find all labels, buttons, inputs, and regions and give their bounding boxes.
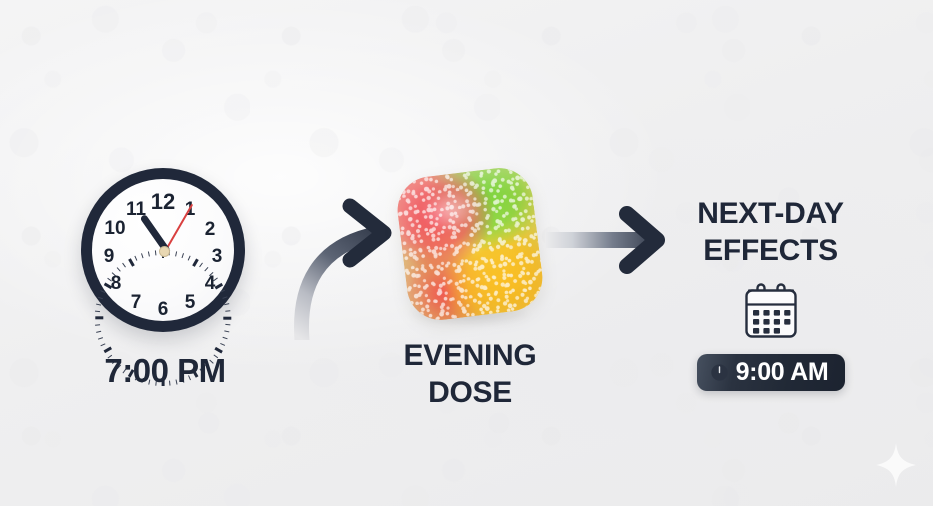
straight-arrow-icon	[539, 202, 675, 278]
next-day-title-line2: EFFECTS	[703, 233, 838, 267]
clock-tick	[134, 255, 139, 261]
clock-tick	[204, 266, 210, 272]
clock-tick	[95, 316, 104, 320]
clock-tick	[181, 253, 185, 259]
clock-tick	[187, 255, 192, 261]
clock-numeral-2: 2	[204, 219, 216, 240]
clock-tick	[225, 310, 231, 313]
clock-numeral-4: 4	[204, 273, 216, 294]
curved-arrow-icon	[292, 190, 412, 348]
clock-tick	[222, 296, 228, 300]
clock-numeral-3: 3	[211, 246, 223, 267]
clock-tick	[116, 267, 122, 272]
clock-panel: 12 1 2 3 4 5 6 7 8 9 10 11 7:00 PM	[55, 160, 275, 410]
gummy-caption: EVENING DOSE	[375, 338, 565, 411]
clock-tick	[222, 336, 228, 340]
gummy-sugar-coating	[393, 164, 547, 324]
next-day-time-text: 9:00 AM	[735, 358, 829, 386]
clock-face: 12 1 2 3 4 5 6 7 8 9 10 11	[92, 179, 234, 386]
clock-tick	[96, 303, 102, 306]
clock-numeral-9: 9	[103, 246, 115, 267]
clock-time-label: 7:00 PM	[104, 352, 226, 389]
clock-numeral-8: 8	[110, 273, 122, 294]
clock-numeral-7: 7	[130, 292, 142, 313]
sparkle-star-icon	[875, 442, 917, 488]
gummy-panel: EVENING DOSE	[375, 160, 565, 420]
clock-tick	[224, 330, 230, 333]
clock-tick	[122, 262, 127, 268]
clock-numeral-10: 10	[104, 218, 126, 239]
gummy-candy-icon	[393, 164, 547, 324]
clock-tick	[100, 342, 106, 347]
clock-numeral-6: 6	[157, 299, 169, 320]
clock-numeral-12: 12	[150, 189, 176, 214]
clock-icon	[710, 364, 728, 381]
clock-tick	[155, 250, 158, 256]
gummy-caption-line2: DOSE	[428, 375, 512, 409]
clock-tick	[175, 251, 178, 257]
next-day-title-line1: NEXT-DAY	[697, 197, 844, 230]
gummy-caption-line1: EVENING	[403, 339, 537, 372]
clock-tick	[220, 342, 226, 347]
analog-clock-icon: 12 1 2 3 4 5 6 7 8 9 10 11	[81, 168, 245, 386]
calendar-icon	[740, 282, 802, 340]
clock-tick	[223, 316, 232, 320]
clock-tick	[141, 253, 145, 259]
clock-tick	[96, 330, 102, 333]
clock-tick	[225, 323, 231, 326]
next-day-panel: NEXT-DAY EFFECTS	[663, 196, 878, 406]
next-day-title: NEXT-DAY EFFECTS	[663, 196, 878, 269]
clock-tick	[98, 296, 104, 300]
clock-tick	[98, 336, 104, 340]
clock-numeral-11: 11	[125, 199, 147, 220]
clock-tick	[95, 310, 101, 313]
clock-tick	[224, 303, 230, 306]
clock-tick	[191, 258, 199, 267]
clock-numeral-5: 5	[184, 292, 196, 313]
clock-tick	[148, 251, 151, 257]
clock-tick	[95, 323, 101, 326]
clock-tick	[127, 258, 135, 267]
next-day-time-badge[interactable]: 9:00 AM	[696, 354, 845, 391]
clock-center-pin	[158, 245, 170, 257]
